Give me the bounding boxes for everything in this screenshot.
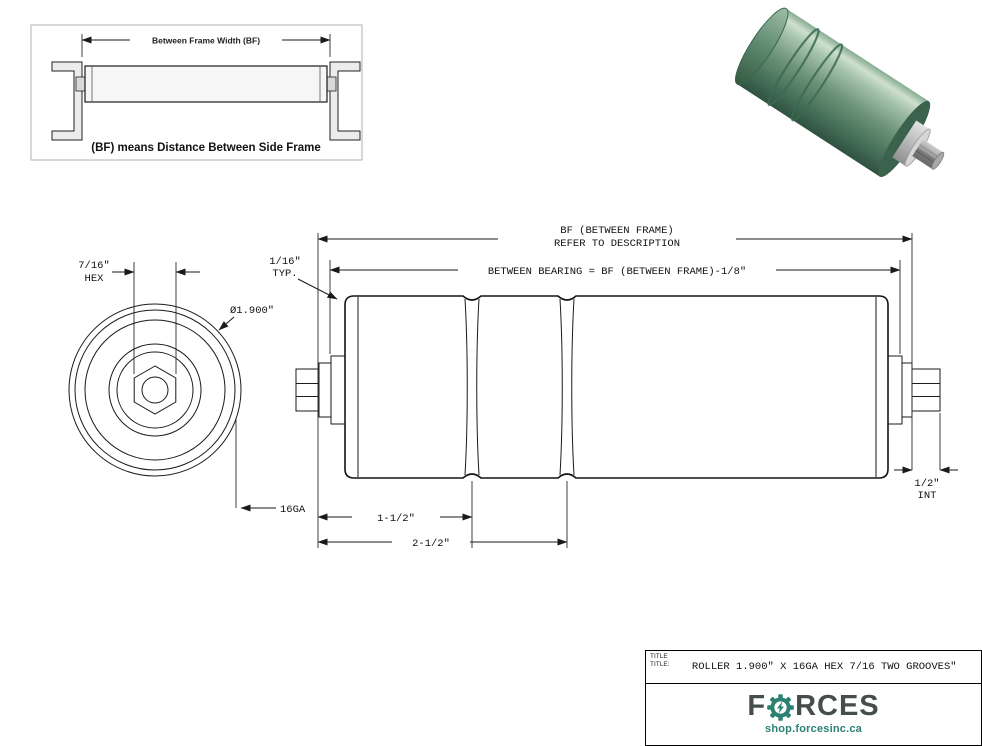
diameter-label: Ø1.900" <box>230 305 274 317</box>
bf-label-line1: BF (BETWEEN FRAME) <box>560 225 673 237</box>
title-row: TITLE TITLE: ROLLER 1.900" X 16GA HEX 7/… <box>646 651 981 684</box>
roller-3d-bearing <box>892 120 930 167</box>
roller-3d-hex-edge <box>915 150 937 165</box>
groove-line <box>559 298 563 476</box>
roller-3d-body <box>737 8 929 177</box>
logo-text-prefix: F <box>747 690 767 722</box>
bf-label-line2: REFER TO DESCRIPTION <box>554 238 680 250</box>
inset-dim-label: Between Frame Width (BF) <box>152 36 260 46</box>
bearing-circle <box>116 351 194 429</box>
roller-3d-groove-ring <box>790 43 844 122</box>
right-bearing-collar <box>901 362 913 418</box>
roller-end-view: 7/16" HEX Ø1.900" 16GA <box>68 260 306 516</box>
gauge-label: 16GA <box>280 504 306 516</box>
title-block: TITLE TITLE: ROLLER 1.900" X 16GA HEX 7/… <box>645 650 982 746</box>
int-word-label: INT <box>918 490 937 502</box>
logo-row-container: F RCES <box>646 684 981 743</box>
right-shaft-stub <box>326 76 337 92</box>
forces-logo: F RCES <box>747 692 879 721</box>
hex-size-label: 7/16" <box>78 260 110 272</box>
hex-bore <box>133 365 177 415</box>
bf-legend-inset: Between Frame Width (BF) (BF) means Dist… <box>30 24 363 161</box>
website-url: shop.forcesinc.ca <box>765 723 862 735</box>
roller-3d-group <box>735 7 945 178</box>
groove1-dim-label: 1-1/2" <box>377 513 415 525</box>
right-hex-shaft <box>911 368 941 412</box>
between-bearing-label: BETWEEN BEARING = BF (BETWEEN FRAME)-1/8… <box>488 266 746 278</box>
typ-leader <box>297 278 338 300</box>
groove-line <box>476 298 480 476</box>
int-size-label: 1/2" <box>914 478 939 490</box>
gear-lightning-icon <box>767 694 794 721</box>
inset-caption: (BF) means Distance Between Side Frame <box>91 142 320 154</box>
side-view-dimensions: BF (BETWEEN FRAME) REFER TO DESCRIPTION … <box>269 225 958 550</box>
bearing-housing-circle <box>108 343 202 437</box>
groove-line <box>464 298 468 476</box>
typ-word-label: TYP. <box>272 268 297 280</box>
roller-3d-shaft-end <box>931 151 945 170</box>
right-bearing-retainer <box>887 355 903 425</box>
left-bearing-retainer <box>330 355 346 425</box>
roller-side-view <box>295 295 941 479</box>
inset-roller-body <box>84 65 328 103</box>
title-cell-label-line2: TITLE: <box>650 660 670 668</box>
hex-word-label: HEX <box>85 273 105 285</box>
title-cell-label-line1: TITLE <box>650 653 668 660</box>
inset-border <box>30 24 363 161</box>
diameter-leader <box>218 316 235 331</box>
title-cell-label: TITLE TITLE: <box>646 651 674 670</box>
logo-text-suffix: RCES <box>795 690 880 722</box>
tube-od-circle <box>68 303 242 477</box>
insert-circle <box>84 319 226 461</box>
roller-3d-render <box>735 7 945 178</box>
roller-3d-hex-edge <box>919 144 941 159</box>
left-side-frame <box>51 61 83 141</box>
typ-size-label: 1/16" <box>269 256 301 268</box>
left-bearing-collar <box>318 362 332 418</box>
left-hex-shaft <box>295 368 320 412</box>
center-bore-circle <box>141 376 169 404</box>
tube-id-circle <box>74 309 236 471</box>
left-shaft-stub <box>75 76 86 92</box>
tube-outline <box>344 295 889 479</box>
right-side-frame <box>329 61 361 141</box>
roller-3d-groove-ring <box>767 28 820 107</box>
roller-3d-left-cap <box>735 7 789 86</box>
groove2-dim-label: 2-1/2" <box>412 538 450 550</box>
groove-line <box>571 298 575 476</box>
drawing-title: ROLLER 1.900" X 16GA HEX 7/16 TWO GROOVE… <box>691 661 957 673</box>
